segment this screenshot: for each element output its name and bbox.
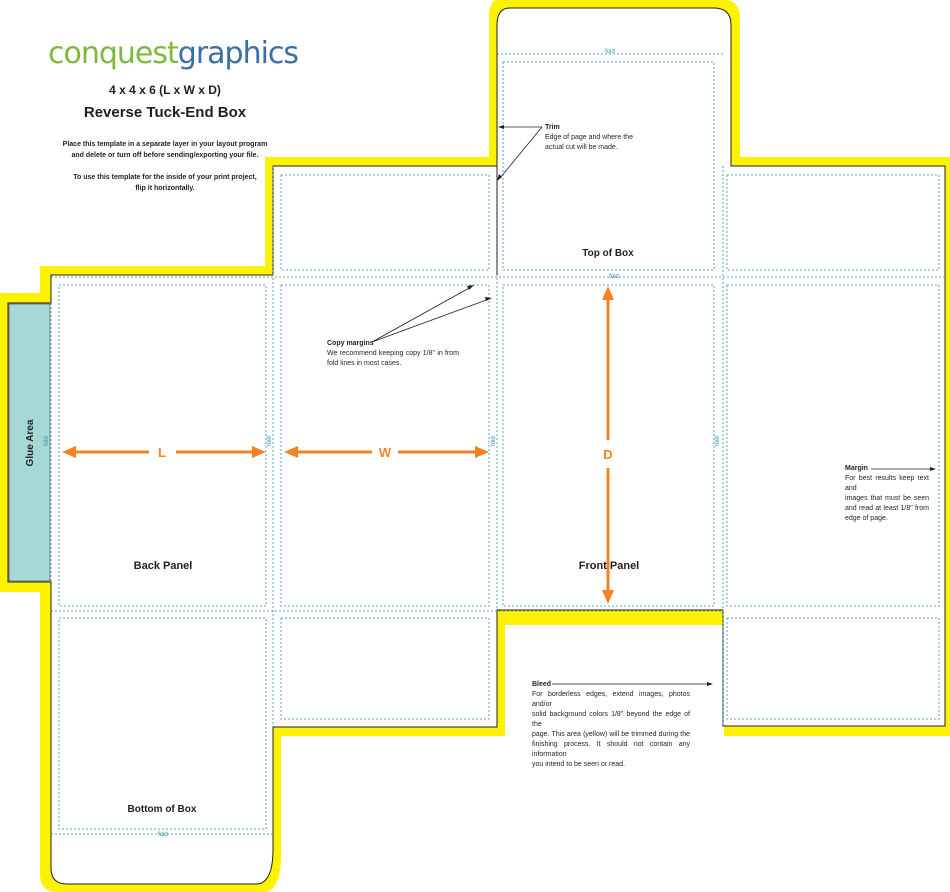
dimension-d-label: D [603, 447, 612, 462]
trim-note: Trim Edge of page and where the actual c… [545, 124, 633, 151]
instructions-1: Place this template in a separate layer … [62, 141, 268, 159]
glue-area [8, 303, 51, 582]
fold-label: fold [158, 832, 168, 838]
box-dimensions: 4 x 4 x 6 (L x W x D) [109, 83, 221, 97]
fold-label: fold [609, 274, 619, 280]
fold-labels: fold fold fold fold fold fold fold [44, 49, 721, 838]
fold-label: fold [605, 49, 615, 55]
dimension-w-label: W [379, 445, 392, 460]
fold-label: fold [44, 436, 50, 446]
glue-area-label: Glue Area [25, 419, 36, 466]
instructions-2: To use this template for the inside of y… [73, 174, 257, 192]
fold-label: fold [267, 436, 273, 446]
fold-label: fold [491, 436, 497, 446]
dimension-l-label: L [158, 445, 166, 460]
panel-top-label: Top of Box [582, 248, 634, 259]
dimension-arrows [62, 286, 614, 604]
copy-margin-boxes [58, 61, 940, 830]
panel-back-label: Back Panel [134, 560, 193, 572]
trim-outline [7, 7, 946, 885]
box-title: Reverse Tuck-End Box [83, 104, 247, 121]
bleed-note: Bleed For borderless edges, extend image… [532, 681, 690, 768]
copy-margins-note: Copy margins We recommend keeping copy 1… [327, 340, 459, 367]
fold-label: fold [715, 436, 721, 446]
callout-lines [371, 125, 936, 686]
panel-bottom-label: Bottom of Box [128, 804, 197, 815]
panel-front-label: Front Panel [579, 560, 640, 572]
margin-note: Margin For best results keep text and im… [845, 465, 929, 522]
conquest-graphics-logo: conquestgraphics [48, 36, 299, 71]
